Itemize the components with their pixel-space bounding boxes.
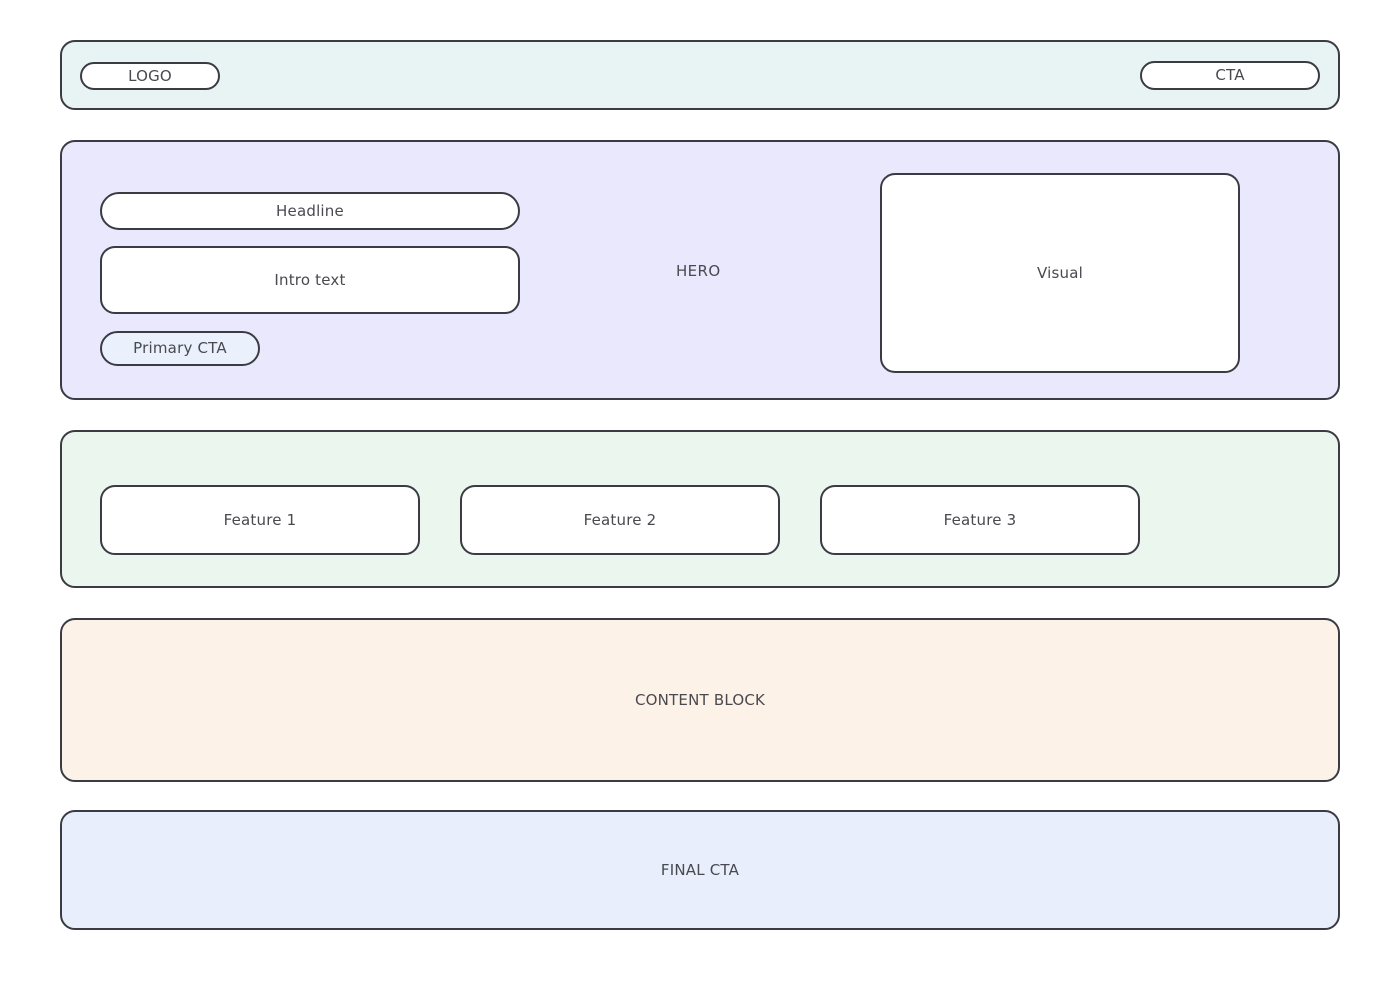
logo-label: LOGO <box>128 66 172 85</box>
logo-button[interactable]: LOGO <box>80 62 220 90</box>
content-block-label: CONTENT BLOCK <box>634 690 766 709</box>
header-cta-label: CTA <box>1215 66 1245 84</box>
hero-primary-cta-label: Primary CTA <box>133 339 227 357</box>
hero-section-title: HERO <box>676 262 721 280</box>
content-block-section: CONTENT BLOCK <box>60 618 1340 782</box>
feature-card-label: Feature 2 <box>583 510 657 529</box>
hero-headline-placeholder: Headline <box>100 192 520 230</box>
feature-card-label: Feature 1 <box>223 510 297 529</box>
hero-primary-cta-button[interactable]: Primary CTA <box>100 331 260 366</box>
hero-visual-placeholder: Visual <box>880 173 1240 373</box>
feature-card-label: Feature 3 <box>943 510 1017 529</box>
hero-headline-label: Headline <box>276 201 344 220</box>
header-section <box>60 40 1340 110</box>
hero-intro-placeholder: Intro text <box>100 246 520 314</box>
feature-card[interactable]: Feature 2 <box>460 485 780 555</box>
hero-intro-label: Intro text <box>274 270 346 289</box>
feature-card[interactable]: Feature 3 <box>820 485 1140 555</box>
hero-visual-label: Visual <box>1037 263 1083 282</box>
final-cta-label: FINAL CTA <box>660 860 740 879</box>
header-cta-button[interactable]: CTA <box>1140 61 1320 90</box>
feature-card[interactable]: Feature 1 <box>100 485 420 555</box>
final-cta-section[interactable]: FINAL CTA <box>60 810 1340 930</box>
